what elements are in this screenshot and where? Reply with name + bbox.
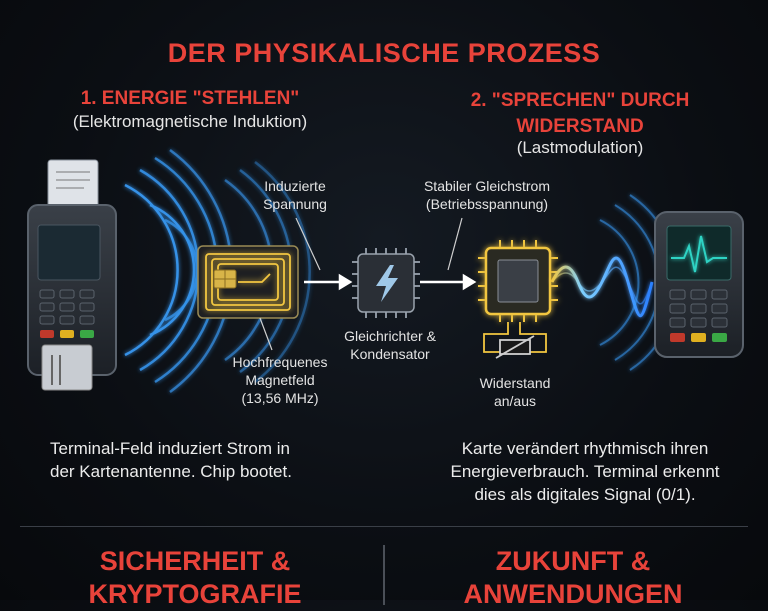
bottom-column-divider — [383, 545, 385, 605]
description-line: dies als digitales Signal (0/1). — [474, 485, 696, 504]
section1-subtitle: (Elektromagnetische Induktion) — [72, 112, 308, 131]
label-resistor: Widerstand an/aus — [460, 374, 570, 410]
label-line: Hochfrequenes — [232, 354, 328, 370]
label-line: (13,56 MHz) — [241, 390, 319, 406]
modulated-signal-wave — [550, 256, 654, 318]
microchip-icon — [478, 240, 558, 322]
rectifier-chip-icon — [352, 248, 420, 318]
section2-title-line: 2. "SPRECHEN" DURCH — [470, 90, 690, 111]
label-line: (Betriebsspannung) — [425, 196, 549, 212]
payment-terminal-left-icon — [27, 159, 117, 391]
description-line: Terminal-Feld induziert Strom in — [50, 439, 290, 458]
payment-terminal-right-icon — [654, 211, 744, 358]
section-divider — [20, 526, 748, 527]
label-line: Widerstand — [479, 375, 551, 391]
label-magnetic-field: Hochfrequenes Magnetfeld (13,56 MHz) — [215, 353, 345, 407]
heading-line: ANWENDUNGEN — [463, 579, 683, 609]
label-line: Gleichrichter & — [344, 328, 436, 344]
heading-line: SICHERHEIT & — [99, 546, 291, 576]
label-rectifier: Gleichrichter & Kondensator — [330, 327, 450, 363]
contactless-card-icon — [197, 245, 299, 319]
label-induced-voltage: Induzierte Spannung — [240, 177, 350, 213]
heading-line: KRYPTOGRAFIE — [88, 579, 302, 609]
future-heading: ZUKUNFT & ANWENDUNGEN — [408, 545, 738, 611]
section2-description: Karte verändert rhythmisch ihren Energie… — [420, 437, 750, 506]
label-line: Spannung — [263, 196, 327, 212]
page-title: DER PHYSIKALISCHE PROZESS — [167, 38, 601, 68]
label-line: Induzierte — [264, 178, 326, 194]
label-line: Kondensator — [350, 346, 430, 362]
section1-title: 1. ENERGIE "STEHLEN" — [80, 88, 300, 109]
resistor-switch-icon — [483, 322, 547, 359]
section2-subtitle: (Lastmodulation) — [516, 138, 644, 157]
security-heading: SICHERHEIT & KRYPTOGRAFIE — [30, 545, 360, 611]
flow-arrows — [304, 273, 477, 291]
section1-description: Terminal-Feld induziert Strom in der Kar… — [50, 437, 360, 483]
description-line: Karte verändert rhythmisch ihren — [461, 439, 709, 458]
label-line: Magnetfeld — [245, 372, 315, 388]
label-line: an/aus — [493, 393, 537, 409]
heading-line: ZUKUNFT & — [495, 546, 651, 576]
label-dc-current: Stabiler Gleichstrom (Betriebsspannung) — [402, 177, 572, 213]
description-line: Energieverbrauch. Terminal erkennt — [450, 462, 720, 481]
description-line: der Kartenantenne. Chip bootet. — [50, 462, 292, 481]
section2-title: 2. "SPRECHEN" DURCH WIDERSTAND — [430, 88, 730, 140]
section2-title-line: WIDERSTAND — [516, 116, 644, 137]
label-line: Stabiler Gleichstrom — [423, 178, 551, 194]
